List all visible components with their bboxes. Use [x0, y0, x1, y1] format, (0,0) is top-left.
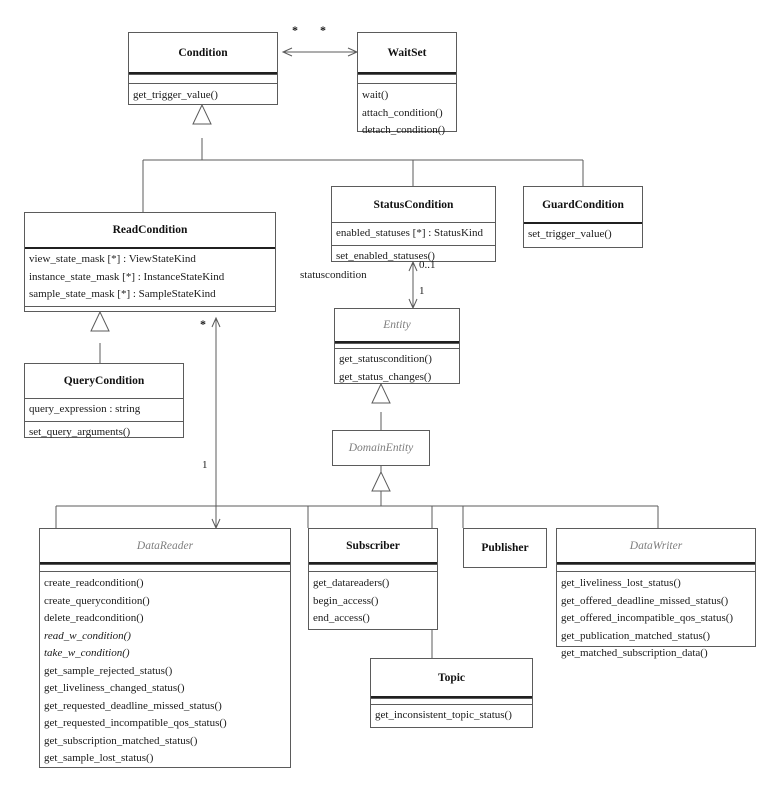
- class-topic-operations: get_inconsistent_topic_status(): [371, 704, 532, 727]
- compartment-separator: [309, 562, 437, 564]
- class-querycondition-title: QueryCondition: [63, 375, 145, 387]
- class-readcondition-title: ReadCondition: [112, 224, 188, 236]
- association-role-statuscondition: statuscondition: [300, 269, 367, 281]
- class-datawriter-operations: get_liveliness_lost_status() get_offered…: [557, 571, 755, 667]
- multiplicity-condition-waitset-source: *: [292, 23, 298, 37]
- class-statuscondition[interactable]: StatusCondition enabled_statuses [*] : S…: [331, 186, 496, 262]
- operation-row: get_datareaders(): [313, 577, 390, 589]
- multiplicity-entity-lower: 1: [419, 285, 425, 297]
- attribute-row: sample_state_mask [*] : SampleStateKind: [29, 288, 216, 300]
- operation-row: wait(): [362, 89, 389, 101]
- class-subscriber-operations: get_datareaders() begin_access() end_acc…: [309, 571, 437, 632]
- operation-row: get_subscription_matched_status(): [44, 734, 198, 747]
- class-datareader-operations: create_readcondition() create_querycondi…: [40, 571, 290, 772]
- class-condition[interactable]: Condition get_trigger_value(): [128, 32, 278, 105]
- operation-row: get_liveliness_changed_status(): [44, 682, 185, 694]
- class-querycondition-attributes: query_expression : string: [25, 398, 183, 421]
- operation-row: get_statuscondition(): [339, 353, 432, 365]
- class-domainentity-title: DomainEntity: [348, 442, 414, 454]
- class-condition-operations: get_trigger_value(): [129, 83, 277, 109]
- compartment-separator: [129, 72, 277, 74]
- operation-row: get_offered_deadline_missed_status(): [561, 594, 729, 607]
- class-waitset-attributes: [358, 74, 456, 83]
- compartment-separator: [40, 562, 290, 564]
- operation-row: begin_access(): [313, 594, 379, 607]
- multiplicity-statuscondition-upper: 0..1: [419, 259, 436, 271]
- compartment-separator: [335, 341, 459, 343]
- operation-row: get_liveliness_lost_status(): [561, 577, 681, 589]
- operation-row: create_querycondition(): [44, 594, 150, 607]
- operation-row: delete_readcondition(): [44, 612, 144, 624]
- class-waitset[interactable]: WaitSet wait() attach_condition() detach…: [357, 32, 457, 136]
- class-entity[interactable]: Entity get_statuscondition() get_status_…: [334, 308, 460, 384]
- class-statuscondition-title: StatusCondition: [373, 198, 454, 211]
- multiplicity-condition-waitset-target: *: [320, 23, 326, 37]
- class-entity-title: Entity: [383, 319, 411, 331]
- compartment-separator: [557, 562, 755, 564]
- operation-row: get_inconsistent_topic_status(): [375, 709, 512, 721]
- compartment-separator: [25, 247, 275, 249]
- operation-row: set_trigger_value(): [528, 228, 612, 240]
- class-topic[interactable]: Topic get_inconsistent_topic_status(): [370, 658, 533, 728]
- class-domainentity[interactable]: DomainEntity: [332, 430, 430, 466]
- operation-row: set_query_arguments(): [29, 425, 131, 438]
- class-readcondition-operations: [25, 305, 275, 317]
- class-waitset-operations: wait() attach_condition() detach_conditi…: [358, 83, 456, 144]
- compartment-separator: [358, 72, 456, 74]
- operation-row: get_sample_rejected_status(): [44, 664, 173, 677]
- class-waitset-title: WaitSet: [387, 46, 427, 59]
- operation-row: detach_condition(): [362, 124, 446, 136]
- class-readcondition[interactable]: ReadCondition view_state_mask [*] : View…: [24, 212, 276, 312]
- operation-row: take_w_condition(): [44, 647, 130, 659]
- operation-row: attach_condition(): [362, 106, 443, 119]
- multiplicity-datareader-one: 1: [202, 459, 208, 471]
- class-condition-attributes: [129, 74, 277, 83]
- class-statuscondition-operations: set_enabled_statuses(): [332, 244, 495, 268]
- attribute-row: instance_state_mask [*] : InstanceStateK…: [29, 270, 225, 283]
- operation-row: get_requested_deadline_missed_status(): [44, 699, 222, 712]
- class-datawriter-attributes: [557, 564, 755, 571]
- operation-row: get_requested_incompatible_qos_status(): [44, 717, 227, 729]
- operation-row: get_sample_lost_status(): [44, 752, 154, 764]
- class-querycondition-operations: set_query_arguments(): [25, 420, 183, 444]
- class-statuscondition-attributes: enabled_statuses [*] : StatusKind: [332, 222, 495, 245]
- compartment-separator: [371, 696, 532, 698]
- class-guardcondition-title: GuardCondition: [542, 198, 624, 211]
- class-guardcondition-operations: set_trigger_value(): [524, 224, 642, 246]
- class-publisher-title: Publisher: [481, 542, 529, 554]
- class-entity-attributes: [335, 343, 459, 348]
- class-datareader-attributes: [40, 564, 290, 571]
- class-datareader[interactable]: DataReader create_readcondition() create…: [39, 528, 291, 768]
- class-publisher[interactable]: Publisher: [463, 528, 547, 568]
- attribute-row: view_state_mask [*] : ViewStateKind: [29, 253, 196, 265]
- class-topic-title: Topic: [437, 671, 466, 684]
- multiplicity-readcondition-many: *: [200, 317, 206, 331]
- class-subscriber-title: Subscriber: [346, 539, 400, 552]
- class-condition-title: Condition: [178, 46, 228, 59]
- class-subscriber-attributes: [309, 564, 437, 571]
- class-topic-attributes: [371, 698, 532, 704]
- operation-row: get_trigger_value(): [133, 89, 218, 101]
- attribute-row: enabled_statuses [*] : StatusKind: [336, 227, 483, 239]
- operation-row: get_status_changes(): [339, 370, 432, 383]
- operation-row: end_access(): [313, 612, 370, 624]
- operation-row: get_matched_subscription_data(): [561, 647, 708, 659]
- class-subscriber[interactable]: Subscriber get_datareaders() begin_acces…: [308, 528, 438, 630]
- class-readcondition-attributes: view_state_mask [*] : ViewStateKind inst…: [25, 249, 275, 306]
- operation-row: read_w_condition(): [44, 629, 131, 642]
- class-datawriter[interactable]: DataWriter get_liveliness_lost_status() …: [556, 528, 756, 659]
- operation-row: get_offered_incompatible_qos_status(): [561, 612, 734, 624]
- class-querycondition[interactable]: QueryCondition query_expression : string…: [24, 363, 184, 438]
- operation-row: set_enabled_statuses(): [336, 249, 435, 262]
- operation-row: get_publication_matched_status(): [561, 629, 711, 642]
- operation-row: create_readcondition(): [44, 577, 144, 589]
- compartment-separator: [524, 222, 642, 224]
- class-guardcondition[interactable]: GuardCondition set_trigger_value(): [523, 186, 643, 248]
- class-datareader-title: DataReader: [136, 539, 194, 552]
- attribute-row: query_expression : string: [29, 403, 141, 415]
- class-datawriter-title: DataWriter: [629, 539, 683, 552]
- class-entity-operations: get_statuscondition() get_status_changes…: [335, 348, 459, 388]
